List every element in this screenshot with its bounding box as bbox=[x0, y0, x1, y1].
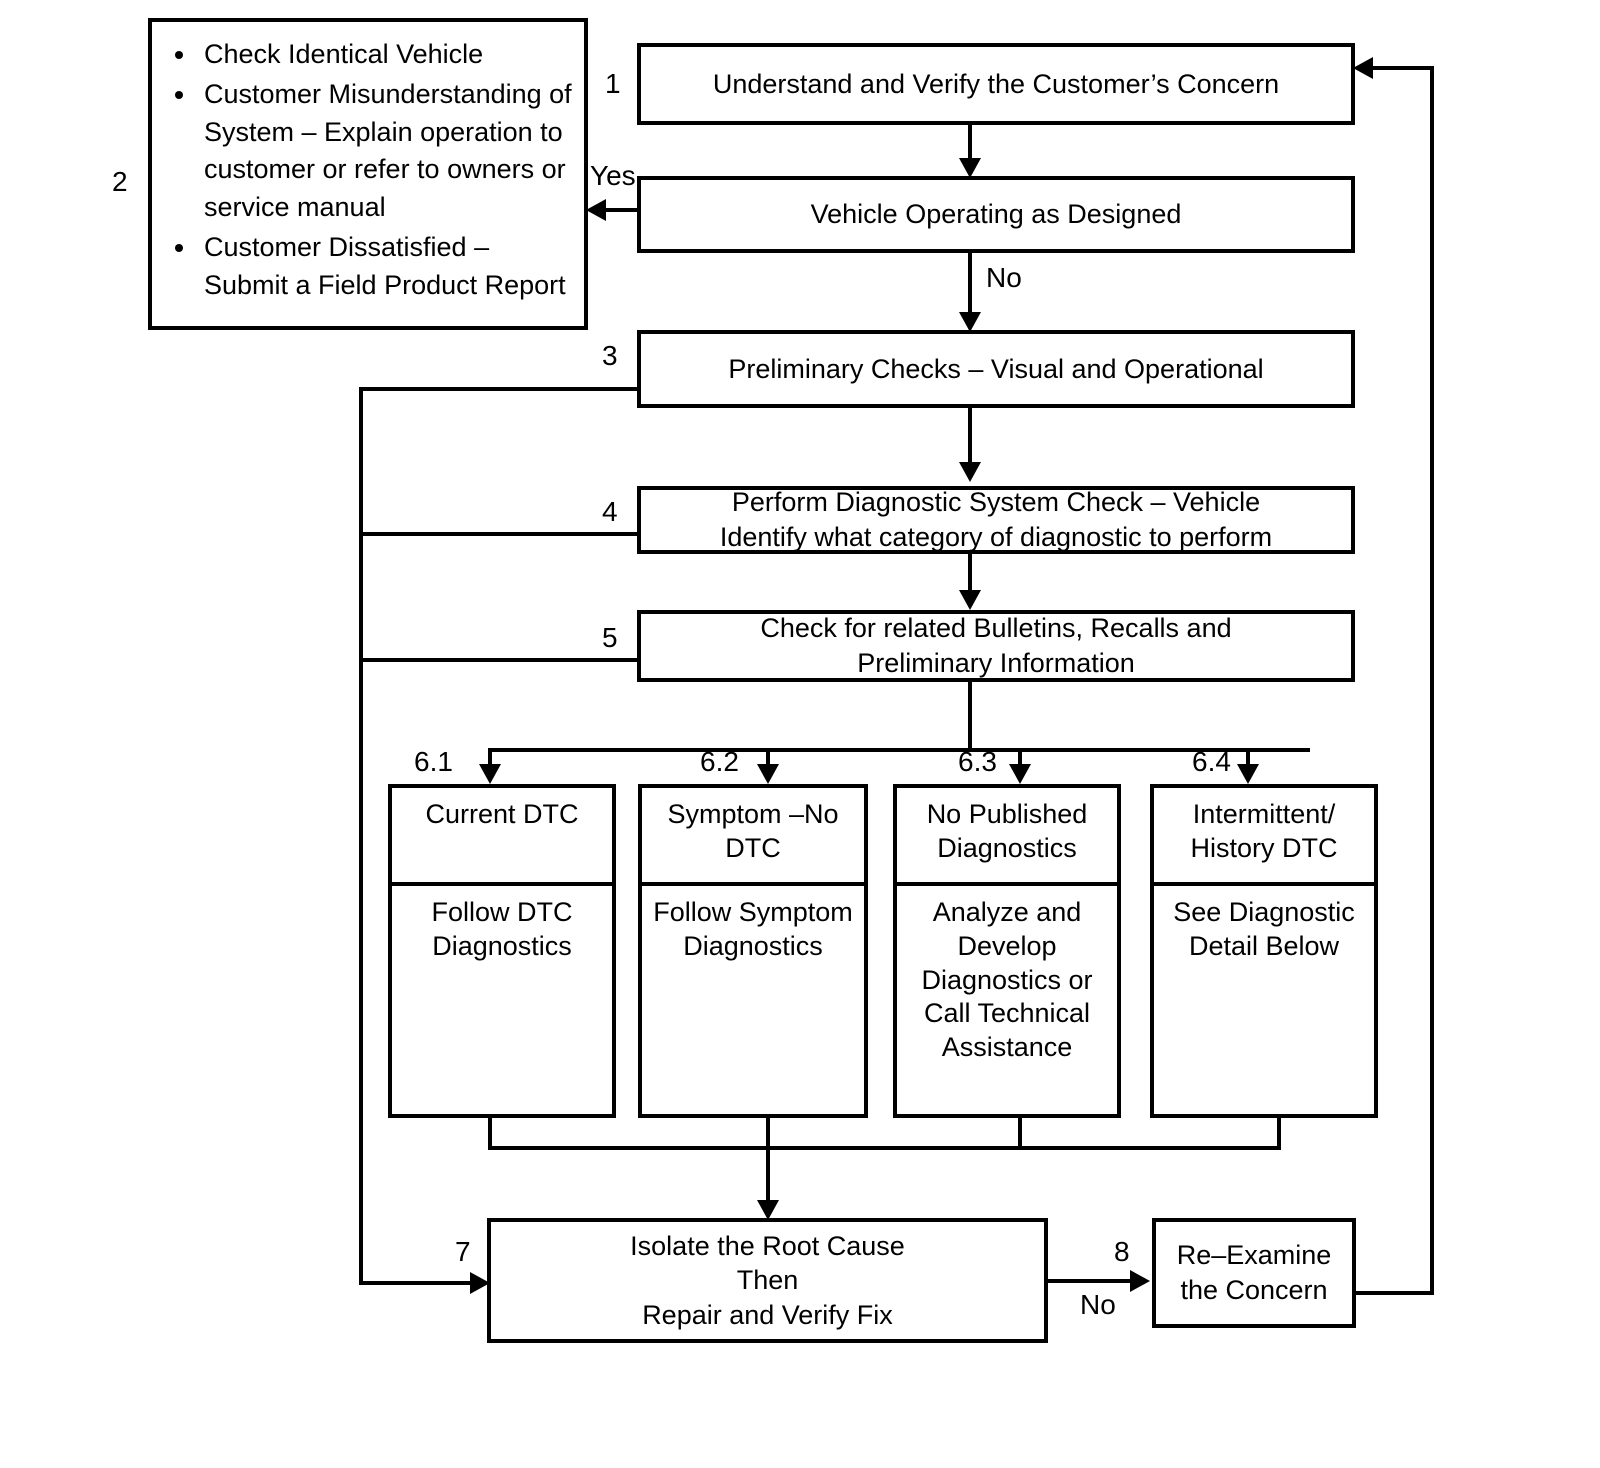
node-number-8: 8 bbox=[1114, 1236, 1130, 1267]
node-vehicle-operating-as-designed[interactable]: Vehicle Operating as Designed bbox=[637, 176, 1355, 253]
edge-7-to-8 bbox=[1048, 1279, 1134, 1283]
node-number-4: 4 bbox=[602, 496, 618, 527]
node-6-4-body: See Diagnostic Detail Below bbox=[1173, 897, 1355, 961]
arrowhead-down bbox=[1009, 764, 1031, 784]
edge-8-to-return-bus bbox=[1352, 1291, 1434, 1295]
edge-6-4-to-merge bbox=[1277, 1118, 1281, 1150]
node-4-line-1: Perform Diagnostic System Check – Vehicl… bbox=[731, 487, 1261, 518]
node-6-1-body: Follow DTC Diagnostics bbox=[431, 897, 573, 961]
node-5-check-bulletins-recalls[interactable]: Check for related Bulletins, Recalls and… bbox=[637, 610, 1355, 682]
edge-no-to-node-3 bbox=[968, 253, 972, 321]
edge-return-bus-vertical bbox=[1430, 66, 1434, 1295]
node-1-understand-verify-concern[interactable]: Understand and Verify the Customer’s Con… bbox=[637, 43, 1355, 125]
node-8-line-2: the Concern bbox=[1180, 1275, 1328, 1305]
arrowhead-right bbox=[470, 1272, 490, 1294]
arrowhead-left bbox=[586, 199, 606, 221]
arrowhead-down bbox=[479, 764, 501, 784]
node-6-3-no-published-diagnostics[interactable]: No Published Diagnostics Analyze and Dev… bbox=[893, 784, 1121, 1118]
arrowhead-down bbox=[757, 764, 779, 784]
edge-return-bus-to-node-1 bbox=[1372, 66, 1434, 70]
edge-merge-to-node-7 bbox=[766, 1146, 770, 1208]
edge-merge-bar bbox=[488, 1146, 1281, 1150]
edge-3-to-4 bbox=[968, 408, 972, 470]
node-3-preliminary-checks[interactable]: Preliminary Checks – Visual and Operatio… bbox=[637, 330, 1355, 408]
edge-5-to-bus bbox=[359, 658, 639, 662]
node-6-1-current-dtc[interactable]: Current DTC Follow DTC Diagnostics bbox=[388, 784, 616, 1118]
node-4-label: Perform Diagnostic System Check – Vehicl… bbox=[710, 485, 1282, 554]
list-item: Customer Dissatisfied – Submit a Field P… bbox=[198, 229, 572, 305]
node-vehicle-operating-label: Vehicle Operating as Designed bbox=[810, 199, 1182, 230]
arrowhead-down bbox=[959, 312, 981, 332]
node-5-line-2: Preliminary Information bbox=[857, 648, 1135, 678]
node-6-2-symptom-no-dtc[interactable]: Symptom –No DTC Follow Symptom Diagnosti… bbox=[638, 784, 868, 1118]
list-item: Customer Misunderstanding of System – Ex… bbox=[198, 76, 572, 227]
node-number-6-3: 6.3 bbox=[958, 746, 997, 777]
node-8-re-examine-concern[interactable]: Re–Examine the Concern bbox=[1152, 1218, 1356, 1328]
edge-4-to-bus bbox=[359, 532, 639, 536]
node-7-line-1: Isolate the Root Cause bbox=[630, 1230, 905, 1261]
node-7-label: Isolate the Root Cause Then Repair and V… bbox=[620, 1229, 915, 1333]
edge-distribution-bar bbox=[488, 748, 1310, 752]
node-7-isolate-root-cause[interactable]: Isolate the Root Cause Then Repair and V… bbox=[487, 1218, 1048, 1343]
edge-label-no-bottom: No bbox=[1080, 1289, 1116, 1320]
node-number-6-2: 6.2 bbox=[700, 746, 739, 777]
node-6-2-head: Symptom –No DTC bbox=[642, 788, 864, 886]
node-number-5: 5 bbox=[602, 622, 618, 653]
arrowhead-left bbox=[1353, 57, 1373, 79]
node-6-2-body: Follow Symptom Diagnostics bbox=[653, 897, 853, 961]
edge-6-2-to-merge bbox=[766, 1118, 770, 1150]
edge-6-3-to-merge bbox=[1018, 1118, 1022, 1150]
arrowhead-down bbox=[959, 590, 981, 610]
node-6-4-head: Intermittent/ History DTC bbox=[1154, 788, 1374, 886]
node-2-bullet-list: Check Identical Vehicle Customer Misunde… bbox=[160, 36, 572, 305]
node-number-3: 3 bbox=[602, 340, 618, 371]
node-5-label: Check for related Bulletins, Recalls and… bbox=[750, 611, 1241, 680]
node-number-1: 1 bbox=[605, 68, 621, 99]
edge-4-to-5 bbox=[968, 554, 972, 598]
node-6-3-body: Analyze and Develop Diagnostics or Call … bbox=[921, 897, 1093, 1062]
edge-label-yes: Yes bbox=[590, 160, 636, 191]
node-3-label: Preliminary Checks – Visual and Operatio… bbox=[728, 353, 1264, 384]
arrowhead-right bbox=[1130, 1270, 1150, 1292]
edge-1-to-vehicle-ok bbox=[968, 125, 972, 165]
edge-bar-to-6-1 bbox=[488, 748, 492, 772]
edge-bar-to-6-2 bbox=[766, 748, 770, 772]
arrowhead-down bbox=[757, 1200, 779, 1220]
edge-3-to-bus bbox=[359, 387, 639, 391]
arrowhead-down bbox=[959, 158, 981, 178]
node-number-7: 7 bbox=[455, 1236, 471, 1267]
edge-bus-left-vertical bbox=[359, 387, 363, 1285]
node-2-customer-notes: Check Identical Vehicle Customer Misunde… bbox=[148, 18, 588, 330]
node-6-3-head: No Published Diagnostics bbox=[897, 788, 1117, 886]
node-number-6-4: 6.4 bbox=[1192, 746, 1231, 777]
node-6-4-intermittent-history-dtc[interactable]: Intermittent/ History DTC See Diagnostic… bbox=[1150, 784, 1378, 1118]
edge-bar-to-6-4 bbox=[1246, 748, 1250, 772]
node-4-line-2: Identify what category of diagnostic to … bbox=[719, 522, 1273, 552]
node-5-line-1: Check for related Bulletins, Recalls and bbox=[760, 613, 1232, 644]
edge-bus-to-node-7 bbox=[359, 1281, 477, 1285]
node-4-diagnostic-system-check[interactable]: Perform Diagnostic System Check – Vehicl… bbox=[637, 486, 1355, 554]
node-6-1-head: Current DTC bbox=[392, 788, 612, 886]
edge-label-no-top: No bbox=[986, 262, 1022, 293]
node-1-label: Understand and Verify the Customer’s Con… bbox=[712, 68, 1280, 99]
node-number-2: 2 bbox=[112, 166, 128, 197]
node-8-label: Re–Examine the Concern bbox=[1167, 1238, 1342, 1307]
list-item: Check Identical Vehicle bbox=[198, 36, 572, 74]
arrowhead-down bbox=[959, 462, 981, 482]
edge-5-to-distribution-bar bbox=[968, 682, 972, 752]
node-8-line-1: Re–Examine bbox=[1176, 1240, 1332, 1271]
edge-bar-to-6-3 bbox=[1018, 748, 1022, 772]
node-7-line-3: Repair and Verify Fix bbox=[642, 1299, 893, 1330]
node-7-line-2: Then bbox=[736, 1265, 799, 1296]
node-number-6-1: 6.1 bbox=[414, 746, 453, 777]
arrowhead-down bbox=[1237, 764, 1259, 784]
edge-yes-to-node-2 bbox=[604, 208, 640, 212]
edge-6-1-to-merge bbox=[488, 1118, 492, 1150]
